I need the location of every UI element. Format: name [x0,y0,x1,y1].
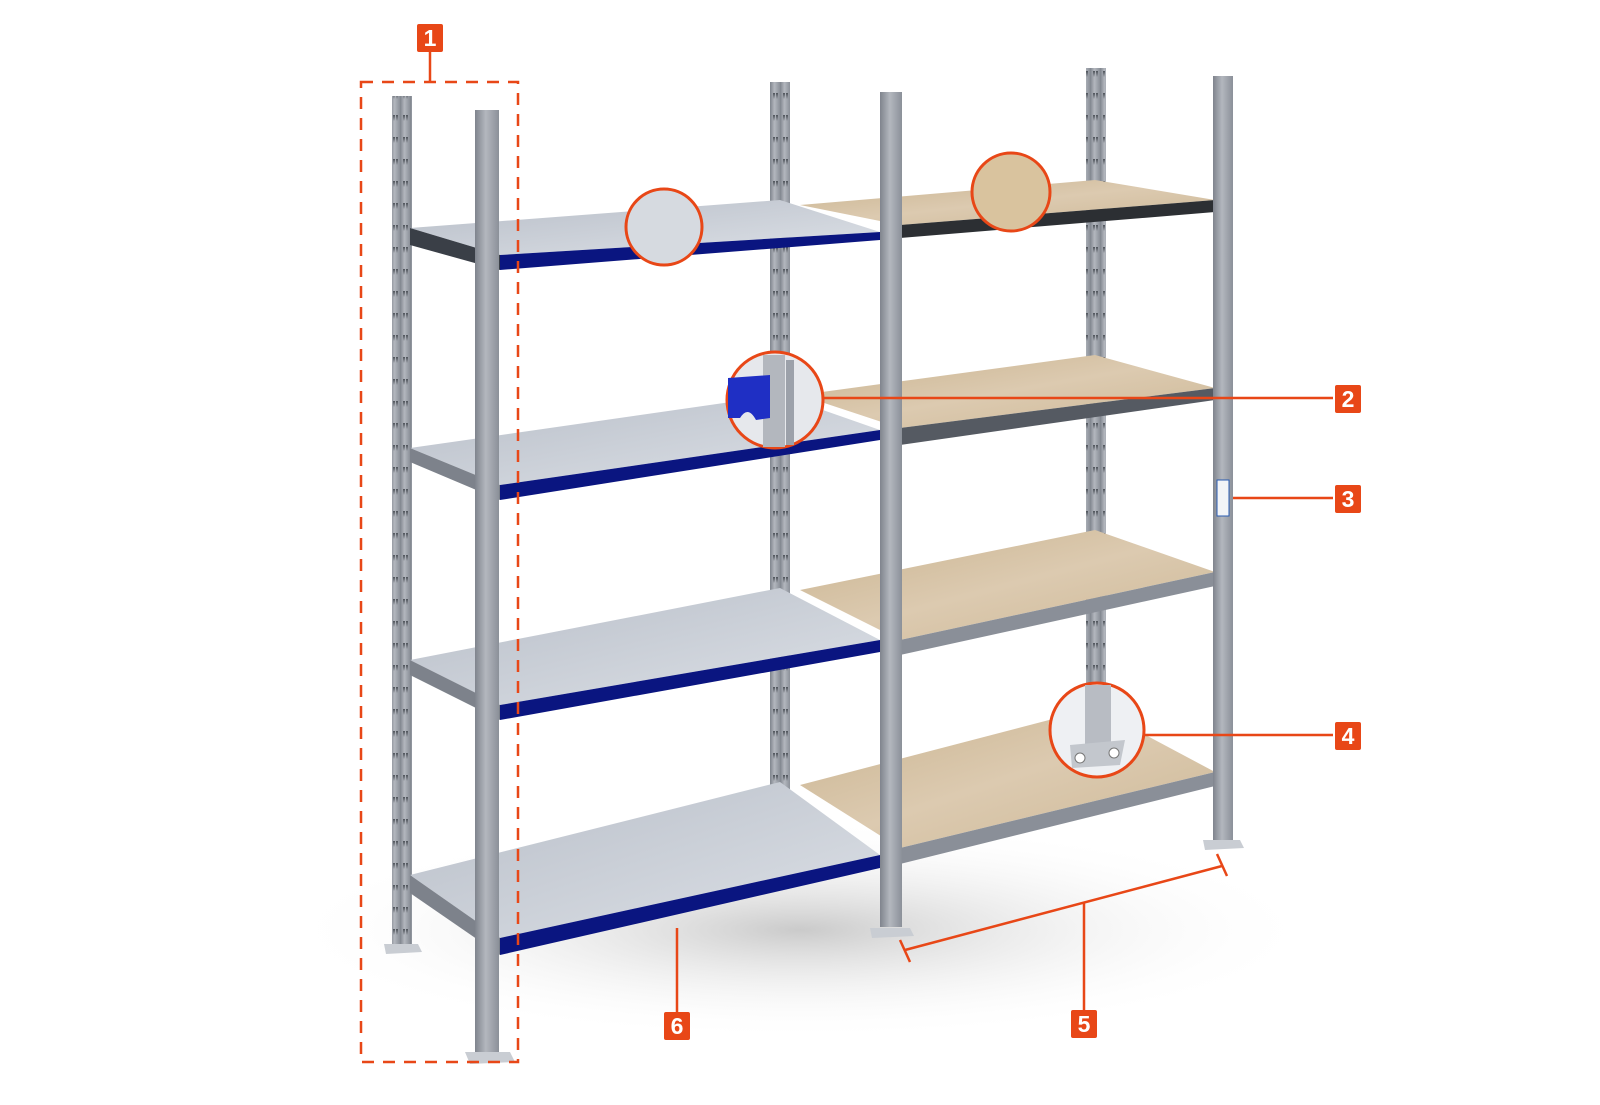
magnifier-chipboard-surface [970,151,1052,233]
callout-badge-5: 5 [1071,1010,1097,1038]
callout-badge-6: 6 [664,1012,690,1040]
callout-badge-3: 3 [1335,485,1361,513]
magnifier-metal-surface [624,187,704,267]
callout-badge-1: 1 [417,24,443,52]
front-uprights [384,76,1244,1064]
callout-badge-2: 2 [1335,385,1361,413]
right-bay-shelves [800,180,1215,864]
dimension-5-bay-width [898,853,1229,1010]
callout-1-upright-frame [359,52,520,1064]
magnifier-base-plate [1048,681,1146,779]
callout-badge-4: 4 [1335,722,1361,750]
magnifier-beam-connector [725,350,825,450]
